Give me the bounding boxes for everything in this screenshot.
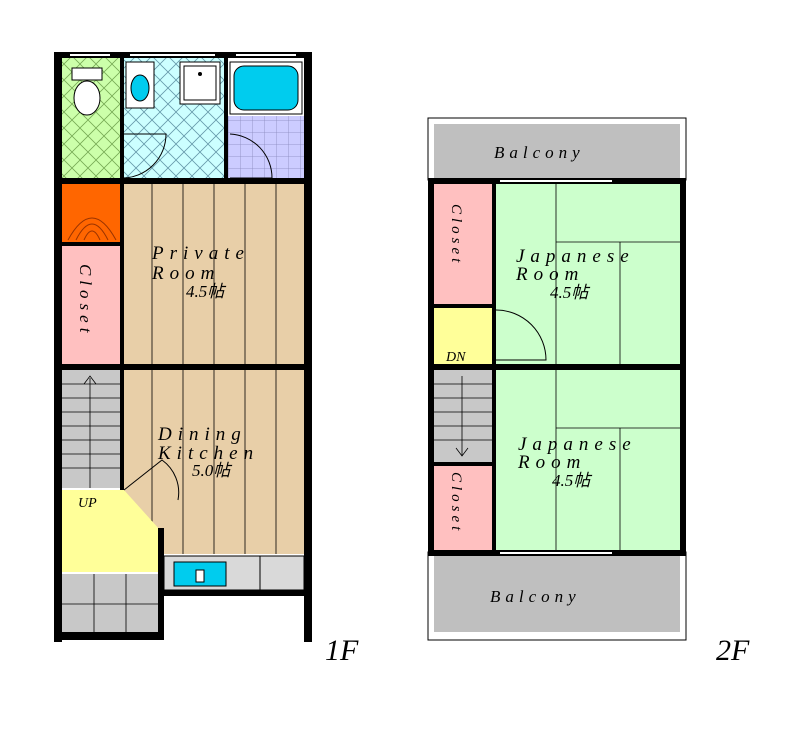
private-room-size: 4.5帖 xyxy=(186,282,227,301)
sink-icon xyxy=(125,61,155,109)
dining-kitchen-label-line2: Kitchen xyxy=(157,443,259,464)
closet-1f xyxy=(62,246,120,364)
balcony-top-label: Balcony xyxy=(494,143,585,162)
genkan-tiles xyxy=(62,574,160,636)
closet-2f-bottom-label: Closet xyxy=(448,472,464,534)
dining-kitchen-label-line1: Dining xyxy=(157,424,247,445)
private-room-label-line2: Room xyxy=(151,263,220,284)
closet-2f-top xyxy=(434,184,492,304)
japanese-room-bottom-floor xyxy=(496,370,680,552)
stair-down-label: DN xyxy=(445,350,466,365)
japanese-room-bottom-label-line1: Japanese xyxy=(518,434,637,455)
floor-2-label: 2F xyxy=(716,634,750,667)
japanese-room-bottom-size: 4.5帖 xyxy=(552,471,593,490)
floor-1: Private Room 4.5帖 Closet Dining Kitchen … xyxy=(54,52,359,667)
doors-1f xyxy=(121,133,273,501)
closet-2f-bottom xyxy=(434,466,492,550)
entrance-floor xyxy=(62,490,160,572)
dining-kitchen-size: 5.0帖 xyxy=(192,461,233,480)
private-room-label-line1: Private xyxy=(151,243,250,264)
closet-1f-label: Closet xyxy=(76,264,95,337)
japanese-room-top-floor xyxy=(496,184,680,366)
stairs-2f xyxy=(434,370,492,462)
doors-2f xyxy=(495,309,547,361)
japanese-room-bottom-label-line2: Room xyxy=(517,452,586,473)
floor-2: Balcony Balcony Closet Closet Japanese R… xyxy=(427,117,750,667)
closet-2f-top-label: Closet xyxy=(448,204,464,266)
japanese-room-top-label-line2: Room xyxy=(515,264,584,285)
hall-2f xyxy=(434,308,492,366)
washer-icon xyxy=(179,61,221,105)
stair-up-label: UP xyxy=(78,496,97,511)
balcony-top xyxy=(434,124,680,178)
toilet-icon xyxy=(71,67,103,116)
floor-1-label: 1F xyxy=(325,634,359,667)
storage-orange xyxy=(62,184,122,242)
balcony-bottom xyxy=(434,556,680,632)
balcony-bottom-label: Balcony xyxy=(490,587,581,606)
japanese-room-top-size: 4.5帖 xyxy=(550,283,591,302)
japanese-room-top-label-line1: Japanese xyxy=(516,246,635,267)
stairs-1f xyxy=(62,370,120,488)
